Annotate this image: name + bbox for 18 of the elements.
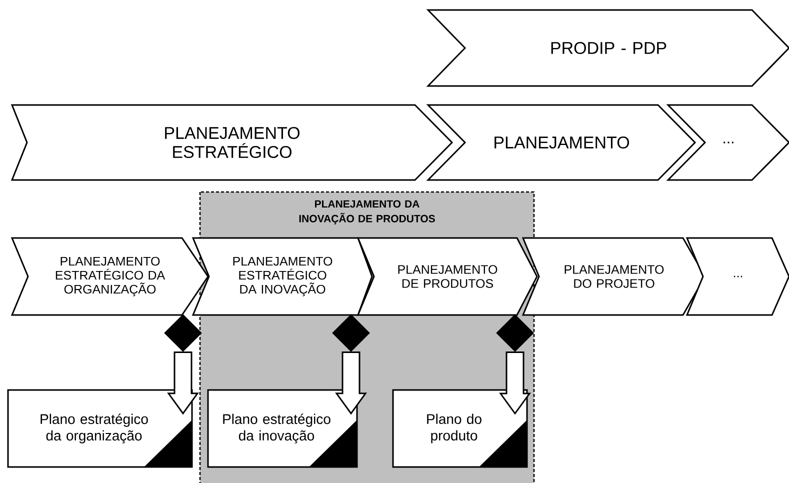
phase-band: PLANEJAMENTO DE PRODUTOS [356, 237, 538, 316]
document-box: Plano estratégico da organização [7, 389, 193, 468]
phase-band: ... [686, 237, 789, 316]
document-box: Plano do produto [392, 389, 528, 468]
diamond-marker [332, 314, 370, 352]
phase-band: PLANEJAMENTO ESTRATÉGICO DA INOVAÇÃO [192, 237, 373, 316]
phase-band: PRODIP - PDP [426, 9, 789, 87]
diamond-marker [496, 314, 534, 352]
document-box: Plano estratégico da inovação [207, 389, 358, 468]
block-arrow [167, 351, 199, 415]
node-label: ... [734, 276, 742, 278]
phase-band: PLANEJAMENTO [426, 104, 696, 181]
phase-band: PLANEJAMENTO ESTRATÉGICO DA ORGANIZAÇÃO [10, 237, 209, 316]
phase-band: PLANEJAMENTO ESTRATÉGICO [10, 104, 454, 181]
diamond-marker [164, 314, 202, 352]
phase-band: ... [666, 104, 789, 181]
block-arrow [499, 351, 531, 415]
block-arrow [335, 351, 367, 415]
